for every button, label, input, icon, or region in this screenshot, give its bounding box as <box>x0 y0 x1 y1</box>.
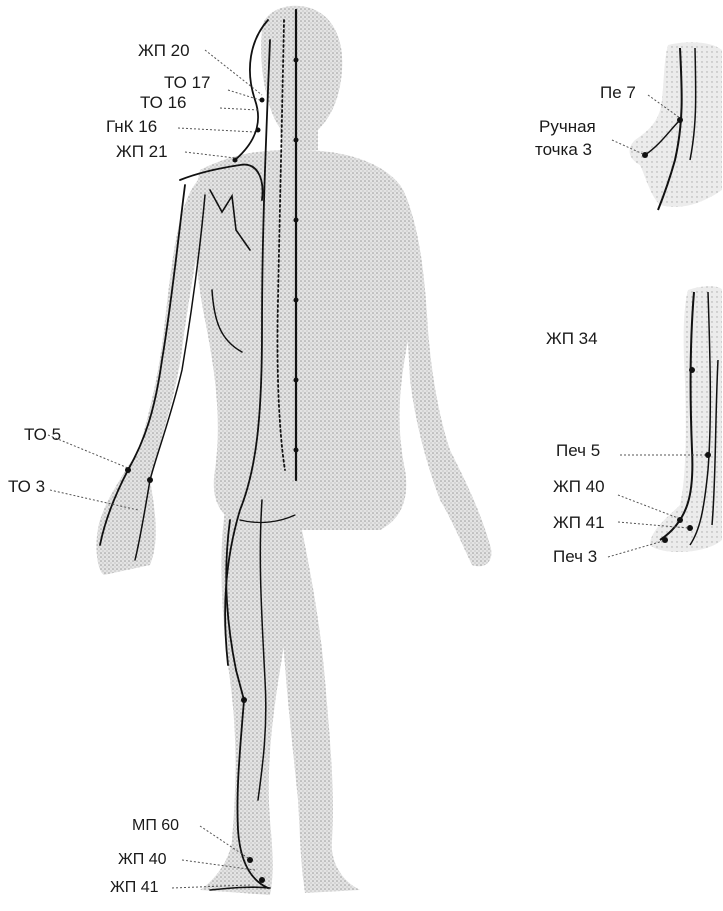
acupoint <box>294 378 299 383</box>
leader-gnk16 <box>178 128 255 132</box>
leader-to16 <box>220 108 258 110</box>
acupoint <box>689 367 695 373</box>
acupoint <box>256 128 261 133</box>
label-zhp41-foot: ЖП 41 <box>110 879 159 897</box>
label-zhp20-head: ЖП 20 <box>138 42 190 60</box>
label-pe7: Пе 7 <box>600 84 636 102</box>
leader-to17 <box>228 90 260 100</box>
label-zhp40-foot: ЖП 40 <box>118 851 167 869</box>
label-zhp41-leg: ЖП 41 <box>553 514 605 532</box>
label-to3: ТО 3 <box>8 478 45 496</box>
leader-zhp40-leg <box>618 495 678 518</box>
acupoint <box>259 877 265 883</box>
acupoint <box>677 117 683 123</box>
acupoint <box>147 477 153 483</box>
label-zhp34: ЖП 34 <box>546 330 598 348</box>
acupoint <box>294 218 299 223</box>
label-hand-point-line1: Ручная <box>539 118 596 136</box>
leg-inset-shape <box>650 286 722 552</box>
label-pech5: Печ 5 <box>556 442 600 460</box>
acupoint <box>294 138 299 143</box>
acupoint <box>687 525 693 531</box>
head-shape <box>261 6 342 150</box>
label-zhp40-leg: ЖП 40 <box>553 478 605 496</box>
leg-inset <box>650 286 722 552</box>
label-zhp21: ЖП 21 <box>116 143 168 161</box>
leader-pech3 <box>608 541 663 557</box>
acupoint <box>705 452 711 458</box>
acupoint <box>260 98 265 103</box>
right-leg-shape <box>282 520 360 893</box>
acupoint <box>241 697 247 703</box>
label-to5: ТО 5 <box>24 426 61 444</box>
acupoint <box>294 448 299 453</box>
acupoint <box>294 58 299 63</box>
acupoint <box>125 467 131 473</box>
label-mp60: МП 60 <box>132 817 179 835</box>
left-arm-shape <box>97 178 205 575</box>
leader-zhp21 <box>185 152 235 158</box>
right-arm-shape <box>400 185 491 566</box>
acupoint <box>642 152 648 158</box>
leader-zhp20 <box>205 50 262 95</box>
acupoint <box>294 298 299 303</box>
hand-inset <box>630 42 722 210</box>
label-gnk16: ГнК 16 <box>106 118 157 136</box>
label-hand-point-line2: точка 3 <box>535 141 592 159</box>
acupoint <box>662 537 668 543</box>
label-to16: ТО 16 <box>140 94 186 112</box>
label-pech3: Печ 3 <box>553 548 597 566</box>
label-to17: ТО 17 <box>164 74 210 92</box>
